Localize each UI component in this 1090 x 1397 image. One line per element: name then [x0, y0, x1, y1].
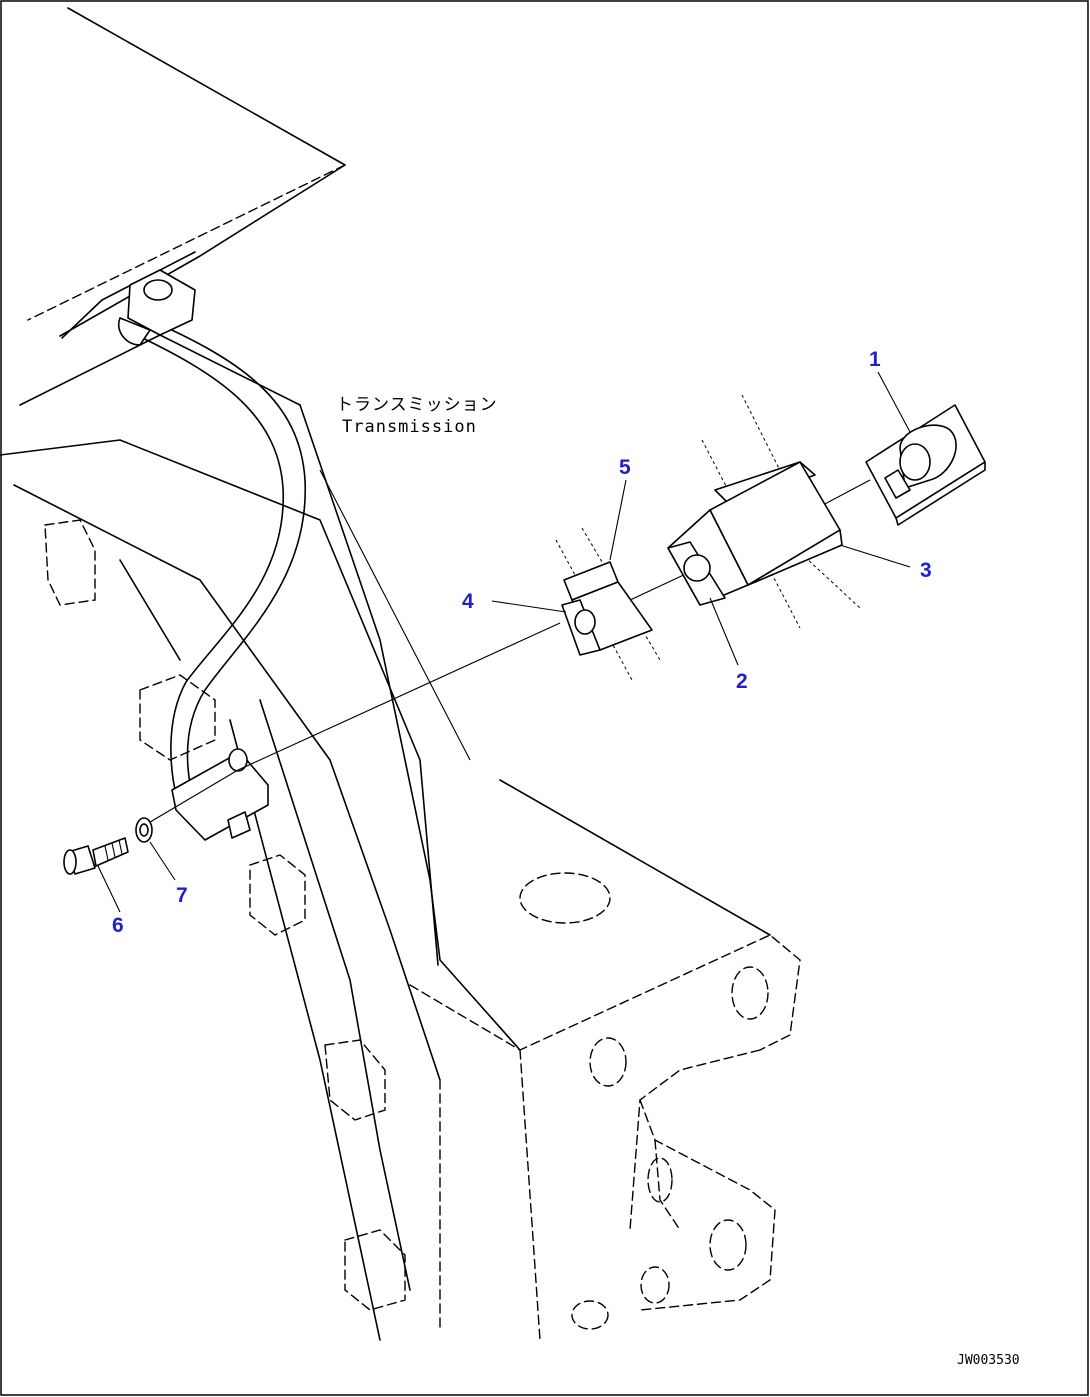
callout-3: 3	[920, 559, 932, 582]
callout-7: 7	[176, 884, 188, 907]
component-label-english: Transmission	[342, 417, 477, 437]
callout-4: 4	[462, 590, 474, 613]
part-4-5-spacer	[555, 527, 661, 681]
transmission-housing	[0, 7, 521, 1341]
hose-fitting	[118, 269, 196, 346]
engine-mount-bracket	[409, 779, 801, 1341]
part-2-mount-block	[667, 439, 861, 629]
hose	[129, 319, 306, 821]
part-6-bolt	[63, 837, 129, 875]
part-7-washer	[135, 817, 153, 843]
housing-bosses	[44, 519, 406, 1311]
leader-lines	[97, 371, 911, 913]
component-label-japanese: トランスミッション	[336, 395, 498, 415]
drawing-code: JW003530	[957, 1353, 1020, 1368]
callout-2: 2	[736, 670, 748, 693]
callout-5: 5	[619, 456, 631, 479]
part-1-clamp	[741, 394, 986, 531]
callout-6: 6	[112, 914, 124, 937]
transmission-bracket	[171, 748, 269, 841]
callout-1: 1	[869, 348, 881, 371]
